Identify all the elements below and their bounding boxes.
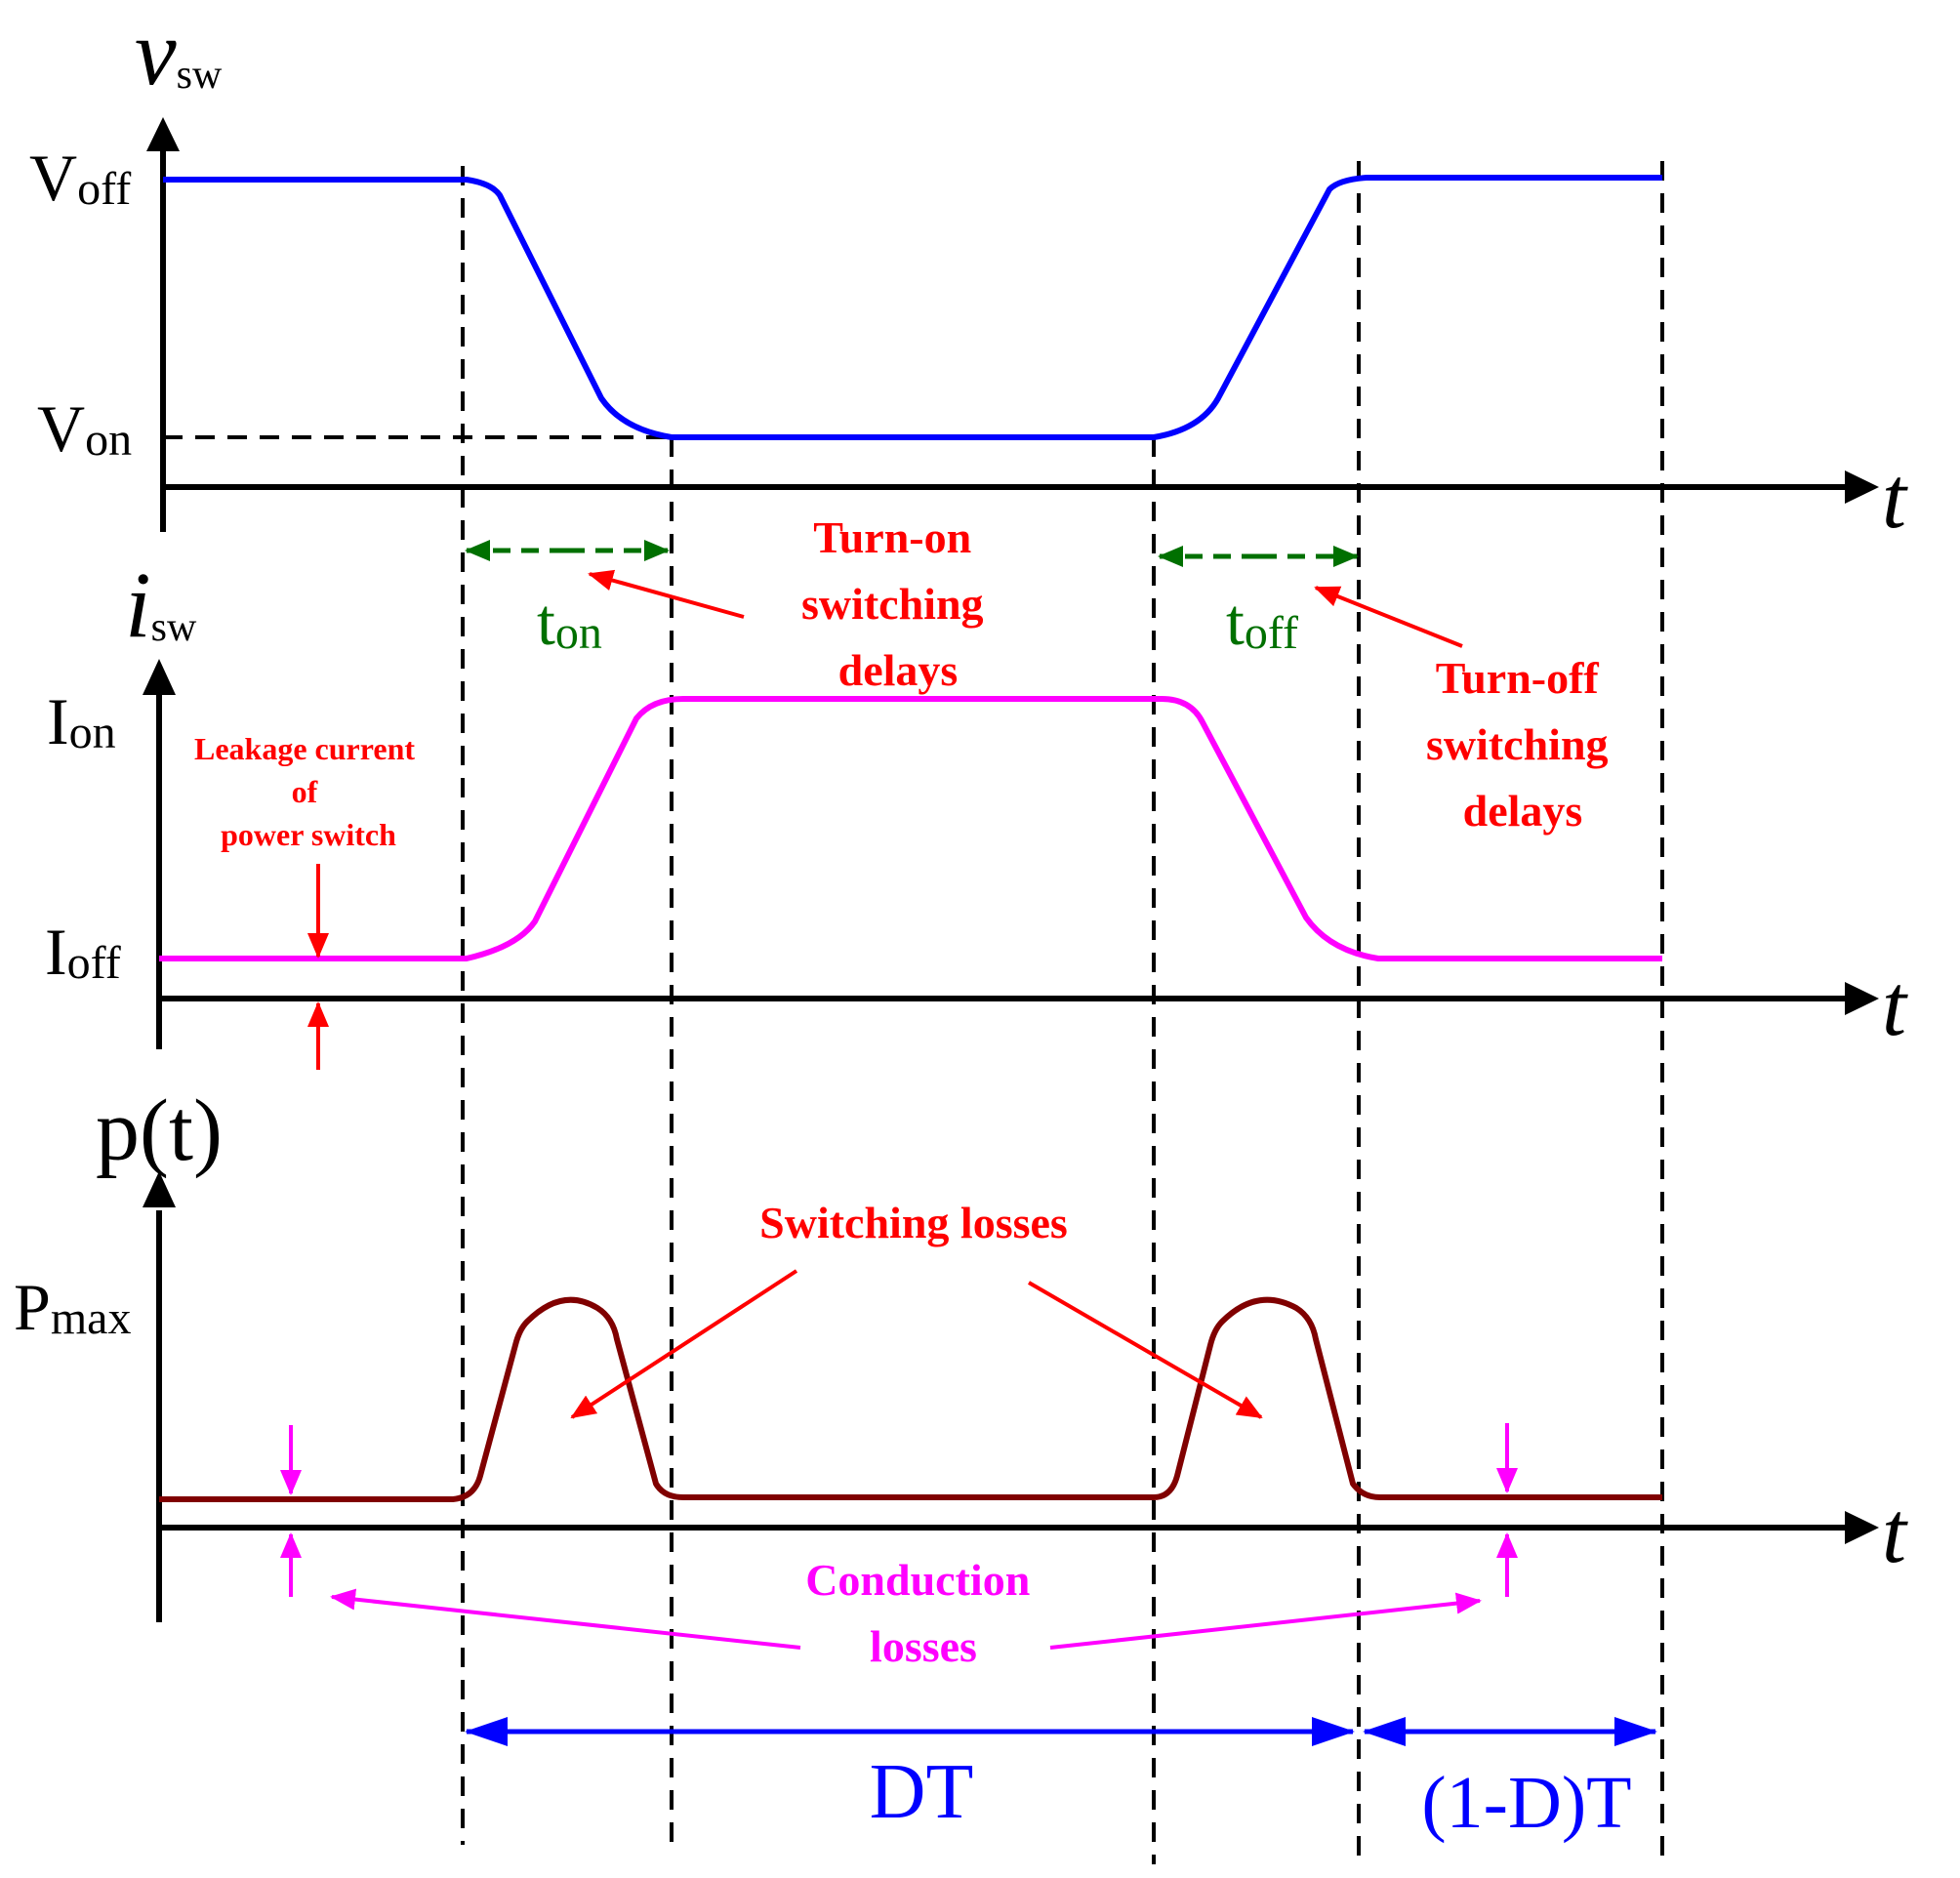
axes [156,146,1845,1622]
delay-markers [465,540,1359,567]
time-label-i: t [1882,958,1908,1054]
leakage-annotation: Leakage current of power switch [194,731,423,852]
i-x-arrowhead [1845,982,1879,1015]
v-off-label: Voff [29,141,131,215]
i-off-label: Ioff [45,915,121,989]
off-period-label: (1-D)T [1421,1762,1631,1844]
t-on-label: ton [537,585,602,659]
duty-period-label: DT [870,1749,974,1835]
voltage-waveform [163,175,1662,440]
i-axis-label: isw [125,552,197,657]
conduction-text: Conduction losses [805,1555,1041,1671]
p-axis-label: p(t) [96,1082,223,1179]
i-axis-label-sub: sw [151,605,197,650]
red-annotation-arrows [307,569,1463,1419]
axis-labels: vsw isw p(t) t t t [96,0,1908,1581]
v-axis-label: vsw [135,0,223,104]
turn-off-annotation: Turn-off switching delays [1426,653,1619,836]
i-on-label: Ion [47,684,116,758]
conduction-pointer-right [1049,1592,1482,1650]
v-on-label: Von [37,391,132,466]
time-label-v: t [1882,450,1908,547]
p-max-label: Pmax [14,1270,131,1344]
turn-on-pointer [588,569,745,619]
conduction-annotation: Conduction losses [805,1555,1041,1671]
current-waveform [159,696,1662,961]
v-y-arrowhead [146,117,180,151]
switching-loss-pointer-right [1027,1281,1263,1419]
period-labels: DT (1-D)T [870,1749,1632,1844]
t-off-label: toff [1226,585,1298,659]
conduction-arrows [280,1423,1518,1650]
p-x-arrowhead [1845,1511,1879,1544]
v-axis-label-sub: sw [177,53,223,98]
delay-labels: ton toff [537,585,1298,659]
conduction-pointer-left [330,1588,801,1650]
i-y-arrowhead [143,659,176,695]
v-x-arrowhead [1845,470,1879,504]
turn-on-annotation: Turn-on switching delays [801,512,995,695]
red-annotation-text: Turn-on switching delays Turn-off switch… [194,512,1619,1247]
p-y-arrowhead [143,1171,176,1207]
power-waveform [159,1296,1662,1502]
dashed-guides [163,161,1664,1864]
time-label-p: t [1882,1485,1908,1581]
switching-losses-annotation: Switching losses [759,1198,1068,1247]
switching-loss-pointer-left [570,1269,798,1419]
level-labels: Voff Von Ion Ioff Pmax [14,141,132,1344]
axis-arrowheads [143,117,1879,1544]
turn-off-pointer [1314,586,1463,648]
